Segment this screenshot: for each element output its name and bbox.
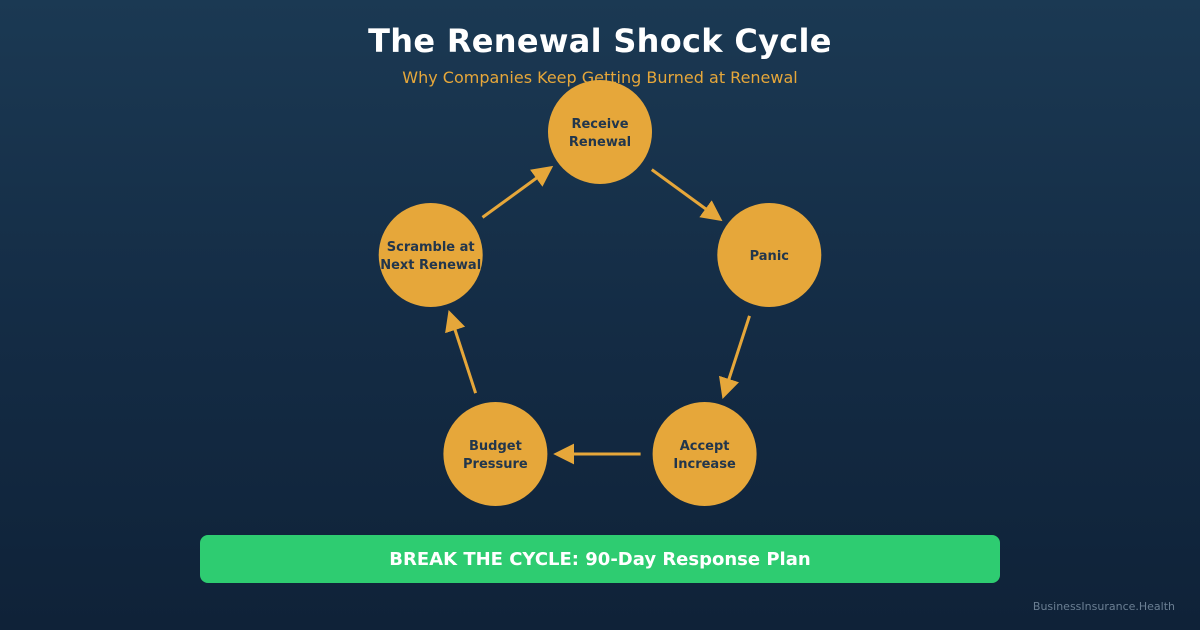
site-watermark: BusinessInsurance.Health — [1032, 600, 1175, 613]
cycle-node-scramble-at-next-renewal: Scramble at Next Renewal — [378, 203, 483, 307]
cycle-node-label: Next Renewal — [380, 258, 481, 273]
cycle-node-circle — [652, 402, 757, 506]
cycle-node-label: Panic — [750, 249, 789, 264]
cycle-arrow-4 — [445, 310, 478, 394]
cycle-node-label: Pressure — [463, 457, 528, 472]
cycle-node-label: Increase — [673, 457, 736, 472]
page-title: The Renewal Shock Cycle — [368, 22, 832, 60]
cycle-arrow-5 — [481, 165, 554, 219]
cycle-node-label: Renewal — [569, 135, 631, 150]
cycle-node-label: Receive — [571, 117, 628, 132]
cycle-arrow-2 — [719, 315, 751, 399]
cycle-node-label: Budget — [469, 439, 522, 454]
cycle-node-circle — [378, 203, 483, 307]
break-the-cycle-button[interactable]: BREAK THE CYCLE: 90-Day Response Plan — [200, 535, 1000, 583]
cycle-node-label: Scramble at — [387, 240, 475, 255]
cycle-node-circle — [443, 402, 548, 506]
cycle-node-circle — [548, 80, 652, 184]
cycle-arrows — [445, 165, 751, 465]
cycle-arrow-1 — [650, 168, 723, 222]
page-subtitle: Why Companies Keep Getting Burned at Ren… — [402, 68, 798, 87]
cycle-node-circle — [717, 203, 822, 307]
cycle-node-panic: Panic — [717, 203, 822, 307]
cycle-node-label: Accept — [680, 439, 730, 454]
